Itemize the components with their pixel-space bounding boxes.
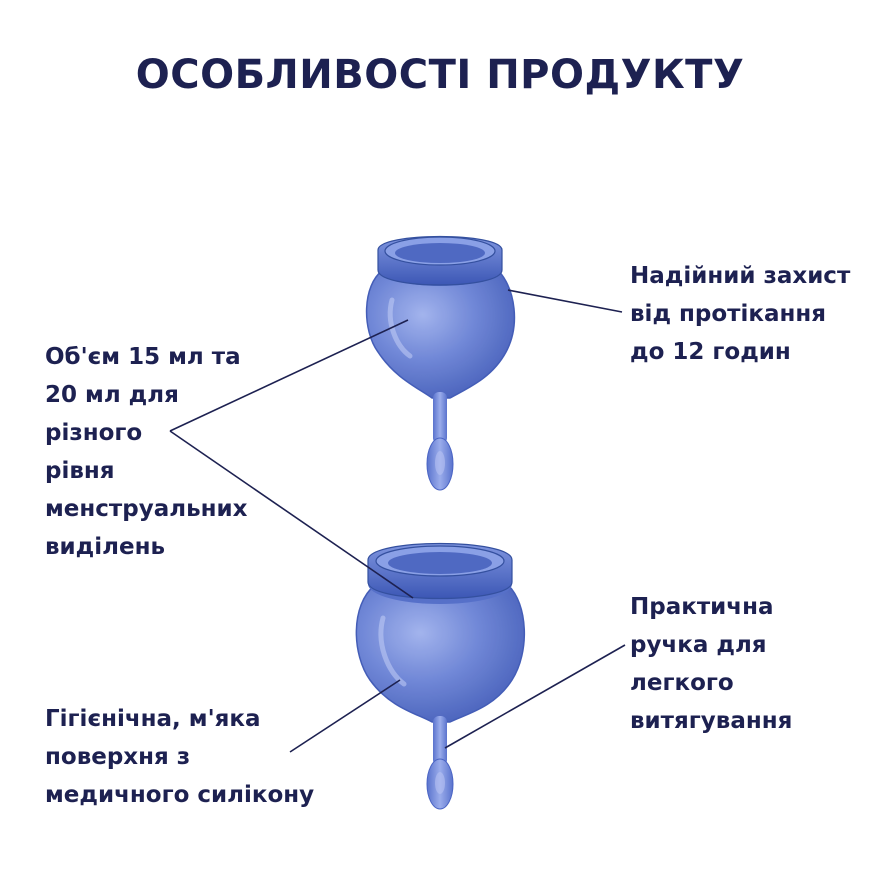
leader-line-surface xyxy=(289,679,401,753)
menstrual-cup-small-icon xyxy=(365,235,516,491)
leader-line-volume-small xyxy=(169,319,409,432)
menstrual-cup-large-icon xyxy=(355,542,526,810)
feature-protection-text: Надійний захист від протікання до 12 год… xyxy=(630,263,851,365)
leader-lines xyxy=(169,289,626,753)
leader-line-handle xyxy=(444,644,626,749)
feature-volume-text: Об'єм 15 мл та 20 мл для різного рівня м… xyxy=(45,344,248,560)
feature-surface-text: Гігієнічна, м'яка поверхня з медичного с… xyxy=(45,706,315,808)
leader-line-volume-large xyxy=(169,430,414,599)
page-title: ОСОБЛИВОСТІ ПРОДУКТУ xyxy=(135,52,745,98)
leader-line-protection xyxy=(507,289,623,313)
feature-handle-text: Практична ручка для легкого витягування xyxy=(630,594,793,734)
